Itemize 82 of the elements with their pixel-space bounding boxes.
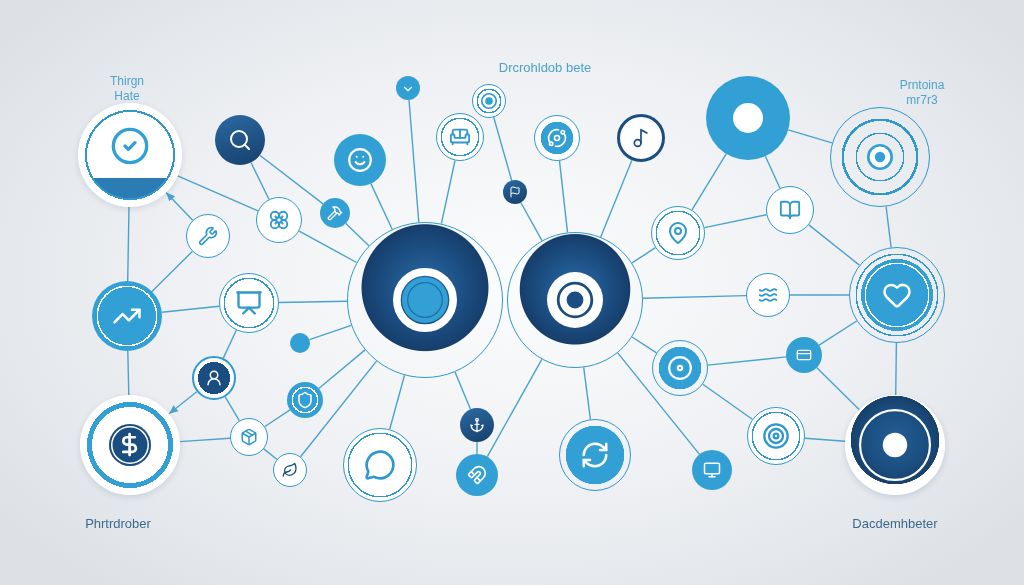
connector-line [299,360,378,458]
connector-line [389,374,406,430]
connector-line [691,153,727,211]
connector-line [179,437,231,443]
connector-line [617,352,701,456]
connector-line [318,349,366,390]
network-node [456,454,498,496]
network-node [766,186,814,234]
network-node [287,382,323,418]
network-node [460,408,494,442]
network-node [617,114,665,162]
connector-line [789,294,850,296]
connector-line [408,99,420,223]
network-node [472,84,506,118]
network-node [192,356,236,400]
network-node [534,115,580,161]
network-node [256,197,302,243]
connector-line [631,336,658,354]
connector-line [151,250,193,293]
network-node [652,340,708,396]
connector-line [520,201,543,242]
connector-line [583,366,592,420]
network-node [230,418,268,456]
arrow [165,191,194,221]
connector-line [600,159,633,238]
network-node [845,395,945,495]
node-caption: Prntoina mr7r3 [898,78,946,108]
network-node [651,206,705,260]
network-node [215,115,265,165]
connector-line [764,155,781,189]
connector-line [278,300,348,304]
connector-line [454,371,472,410]
connector-line [818,320,858,346]
network-node [436,113,484,161]
node-caption: Phrtrdrober [85,516,151,533]
network-node [219,273,279,333]
node-caption: Thirgn Hate [109,74,145,104]
network-node [273,453,307,487]
diagram-title: Drcrohldob bete [498,60,592,75]
network-node [334,134,386,186]
connector-line [707,356,787,366]
connector-line [816,367,861,411]
connector-line [493,116,513,182]
connector-line [161,305,220,313]
connector-line [298,230,358,264]
connector-line [631,247,657,264]
network-node [290,333,310,353]
connector-line [804,437,846,442]
connector-line [264,409,291,428]
connector-line [177,175,259,212]
network-node [692,450,732,490]
connector-line [263,448,278,460]
connector-line [440,159,456,225]
network-node [80,395,180,495]
connector-line [127,350,130,396]
connector-line [476,441,478,455]
network-node [78,103,182,207]
network-node [186,214,230,258]
connector-line [370,182,393,230]
network-node [320,198,350,228]
connector-line [895,342,898,396]
connector-line [259,154,324,205]
network-node [503,180,527,204]
connector-line [558,160,569,234]
network-node [746,273,790,317]
connector-line [345,222,370,247]
connector-line [127,206,130,282]
connector-line [250,161,270,200]
node-caption: Dacdemhbeter [852,516,938,533]
connector-line [222,329,237,359]
connector-line [224,396,240,422]
network-node [396,76,420,100]
connector-line [642,294,747,299]
connector-line [308,324,352,341]
connector-line [808,224,861,266]
connector-line [486,358,543,458]
connector-line [702,383,753,420]
connector-line [703,214,768,229]
connector-line [885,205,892,249]
arrow [168,391,198,415]
network-node [786,337,822,373]
connector-line [787,129,833,144]
